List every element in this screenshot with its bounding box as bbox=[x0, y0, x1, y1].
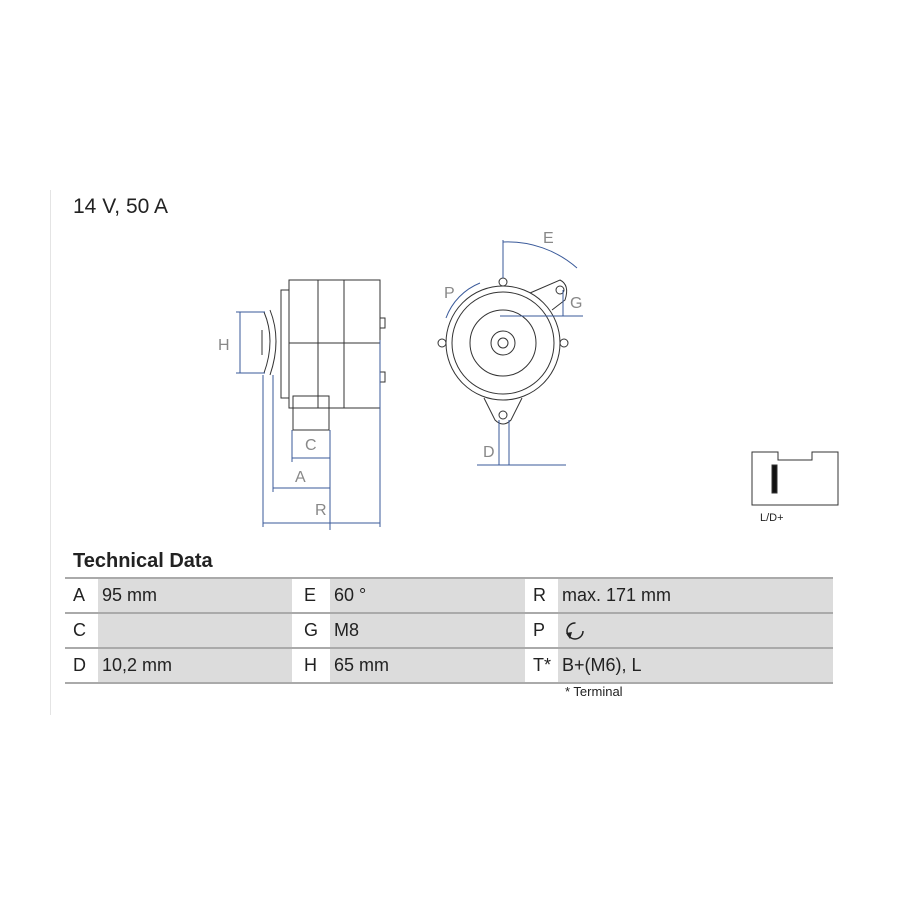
connector-icon bbox=[751, 451, 839, 506]
spec-key: E bbox=[292, 579, 330, 612]
spec-key: T* bbox=[525, 649, 558, 682]
dim-label-a: A bbox=[295, 469, 306, 486]
spec-value: B+(M6), L bbox=[558, 649, 833, 682]
dim-label-p: P bbox=[444, 285, 455, 302]
spec-value: M8 bbox=[330, 614, 525, 647]
spec-key: G bbox=[292, 614, 330, 647]
spec-key: R bbox=[525, 579, 558, 612]
divider bbox=[50, 190, 51, 715]
technical-data-heading: Technical Data bbox=[73, 550, 213, 572]
table-row: C G M8 P bbox=[65, 614, 833, 649]
alternator-drawing: H C A R E P G D bbox=[218, 230, 839, 530]
spec-key: A bbox=[65, 579, 98, 612]
rotation-direction-cell bbox=[558, 614, 833, 647]
spec-value: 65 mm bbox=[330, 649, 525, 682]
dim-label-d: D bbox=[483, 444, 495, 461]
technical-data-table: A 95 mm E 60 ° R max. 171 mm C G M8 P D … bbox=[65, 577, 833, 684]
dim-label-e: E bbox=[543, 230, 554, 247]
dim-label-r: R bbox=[315, 502, 327, 519]
spec-value: 95 mm bbox=[98, 579, 292, 612]
dim-label-h: H bbox=[218, 337, 230, 354]
clockwise-rotation-icon bbox=[566, 622, 584, 640]
spec-value: max. 171 mm bbox=[558, 579, 833, 612]
spec-value bbox=[98, 614, 292, 647]
side-view bbox=[261, 279, 386, 431]
spec-key: H bbox=[292, 649, 330, 682]
spec-key: C bbox=[65, 614, 98, 647]
spec-value: 60 ° bbox=[330, 579, 525, 612]
table-row: A 95 mm E 60 ° R max. 171 mm bbox=[65, 579, 833, 614]
footnote: * Terminal bbox=[565, 684, 623, 699]
spec-key: P bbox=[525, 614, 558, 647]
product-title: 14 V, 50 A bbox=[73, 195, 168, 218]
dimension-lines bbox=[236, 240, 583, 530]
spec-key: D bbox=[65, 649, 98, 682]
spec-value: 10,2 mm bbox=[98, 649, 292, 682]
table-row: D 10,2 mm H 65 mm T* B+(M6), L bbox=[65, 649, 833, 684]
dim-label-g: G bbox=[570, 295, 582, 312]
connector-label: L/D+ bbox=[760, 512, 784, 524]
dim-label-c: C bbox=[305, 437, 317, 454]
front-view bbox=[437, 277, 569, 425]
